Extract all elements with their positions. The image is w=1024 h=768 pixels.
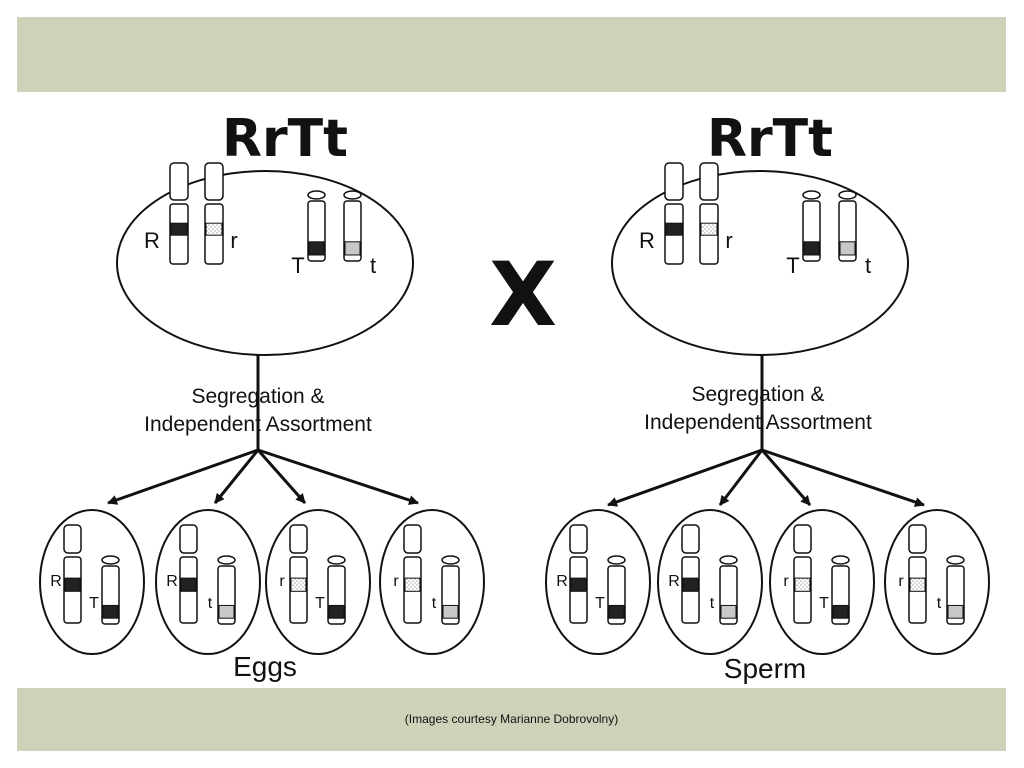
top-banner — [17, 17, 1006, 92]
left-gamete-4-allele-r: r — [393, 573, 399, 590]
cross-symbol: X — [489, 243, 557, 346]
left-gamete-4-chromosome-r-upper-arm — [403, 524, 422, 554]
right-parent-chromosome-t-cap — [838, 190, 857, 200]
right-parent-allele-R: R — [639, 228, 655, 253]
left-gamete-2-chromosome-t-cap — [217, 555, 236, 565]
right-gamete-4-chromosome-t-gene-band — [947, 604, 964, 619]
left-gamete-4-chromosome-t-gene-band — [442, 604, 459, 619]
right-process-label-line2: Independent Assortment — [644, 411, 872, 434]
right-parent-chromosome-R-gene-band — [665, 222, 683, 236]
right-gamete-3-allele-T: T — [819, 595, 829, 612]
right-arrow-4 — [761, 448, 925, 507]
eggs-label: Eggs — [233, 651, 297, 682]
left-gamete-3-allele-T: T — [315, 595, 325, 612]
left-gamete-4-chromosome-t-cap — [441, 555, 460, 565]
left-gamete-3-chromosome-T-gene-band — [328, 604, 345, 619]
right-genotype-title: RrTt — [707, 109, 833, 169]
right-gamete-4-allele-r: r — [898, 573, 904, 590]
right-parent-chromosome-T-cap — [802, 190, 821, 200]
left-gamete-1-chromosome-T-cap — [101, 555, 120, 565]
right-parent-chromosome-R-upper-arm — [664, 162, 684, 201]
right-gamete-1-chromosome-T-cap — [607, 555, 626, 565]
left-arrow-1 — [107, 448, 259, 505]
right-arrow-1 — [607, 448, 763, 507]
right-parent-chromosome-r-gene-band — [700, 222, 718, 236]
right-gamete-2-chromosome-t-cap — [719, 555, 738, 565]
left-arrow-4 — [257, 448, 419, 505]
left-gamete-1-allele-T: T — [89, 595, 99, 612]
right-gamete-4-allele-t: t — [937, 595, 942, 612]
left-gamete-4-chromosome-r-gene-band — [404, 577, 421, 592]
left-gamete-2-chromosome-R-upper-arm — [179, 524, 198, 554]
left-gamete-3-chromosome-r-gene-band — [290, 577, 307, 592]
right-gamete-2-chromosome-R-upper-arm — [681, 524, 700, 554]
left-parent-allele-T: T — [291, 253, 304, 278]
left-parent-chromosome-T-gene-band — [308, 241, 325, 256]
right-gamete-1-chromosome-T-gene-band — [608, 604, 625, 619]
left-gamete-1-chromosome-R-gene-band — [64, 577, 81, 592]
right-parent-chromosome-T-gene-band — [803, 241, 820, 256]
right-parent-allele-r: r — [725, 228, 732, 253]
left-gamete-3-chromosome-r-upper-arm — [289, 524, 308, 554]
left-parent-chromosome-r-upper-arm — [204, 162, 224, 201]
right-parent-allele-T: T — [786, 253, 799, 278]
right-gamete-1-chromosome-R-upper-arm — [569, 524, 588, 554]
left-gamete-3-chromosome-T-cap — [327, 555, 346, 565]
left-parent-chromosome-t-cap — [343, 190, 362, 200]
left-arrow-2 — [213, 449, 260, 504]
left-gamete-4-allele-t: t — [432, 595, 437, 612]
left-gamete-2-allele-R: R — [166, 573, 178, 590]
bottom-banner — [17, 688, 1006, 751]
right-gamete-3-chromosome-T-cap — [831, 555, 850, 565]
left-gamete-2-chromosome-t-gene-band — [218, 604, 235, 619]
right-parent-chromosome-t-gene-band — [839, 241, 856, 256]
right-gamete-1-chromosome-R-gene-band — [570, 577, 587, 592]
left-parent-cell — [116, 170, 414, 356]
right-gamete-4-chromosome-t-cap — [946, 555, 965, 565]
right-gamete-1-allele-R: R — [556, 573, 568, 590]
sperm-label: Sperm — [724, 653, 806, 684]
right-gamete-3-chromosome-T-gene-band — [832, 604, 849, 619]
right-gamete-2-chromosome-R-gene-band — [682, 577, 699, 592]
left-gamete-1-allele-R: R — [50, 573, 62, 590]
image-credit: (Images courtesy Marianne Dobrovolny) — [404, 712, 619, 726]
right-gamete-2-allele-t: t — [710, 595, 715, 612]
left-gamete-2-allele-t: t — [208, 595, 213, 612]
right-parent-cell — [611, 170, 909, 356]
right-gamete-1-allele-T: T — [595, 595, 605, 612]
left-parent-chromosome-T-cap — [307, 190, 326, 200]
right-arrow-2 — [718, 449, 764, 506]
right-parent-chromosome-r-upper-arm — [699, 162, 719, 201]
right-arrow-3 — [760, 449, 812, 506]
left-parent-chromosome-R-upper-arm — [169, 162, 189, 201]
left-gamete-3-allele-r: r — [279, 573, 285, 590]
left-parent-chromosome-t-gene-band — [344, 241, 361, 256]
left-parent-allele-R: R — [144, 228, 160, 253]
right-gamete-4-chromosome-r-gene-band — [909, 577, 926, 592]
right-gamete-3-chromosome-r-upper-arm — [793, 524, 812, 554]
left-parent-allele-t: t — [370, 253, 376, 278]
left-parent-allele-r: r — [230, 228, 237, 253]
right-gamete-2-allele-R: R — [668, 573, 680, 590]
left-genotype-title: RrTt — [222, 109, 348, 169]
right-process-label-line1: Segregation & — [691, 383, 824, 406]
left-gamete-1-chromosome-R-upper-arm — [63, 524, 82, 554]
right-gamete-2-chromosome-t-gene-band — [720, 604, 737, 619]
left-parent-chromosome-R-gene-band — [170, 222, 188, 236]
left-parent-chromosome-r-gene-band — [205, 222, 223, 236]
right-parent-allele-t: t — [865, 253, 871, 278]
right-gamete-4-chromosome-r-upper-arm — [908, 524, 927, 554]
left-arrow-3 — [256, 449, 307, 504]
left-gamete-2-chromosome-R-gene-band — [180, 577, 197, 592]
left-gamete-1-chromosome-T-gene-band — [102, 604, 119, 619]
right-gamete-3-allele-r: r — [783, 573, 789, 590]
right-gamete-3-chromosome-r-gene-band — [794, 577, 811, 592]
